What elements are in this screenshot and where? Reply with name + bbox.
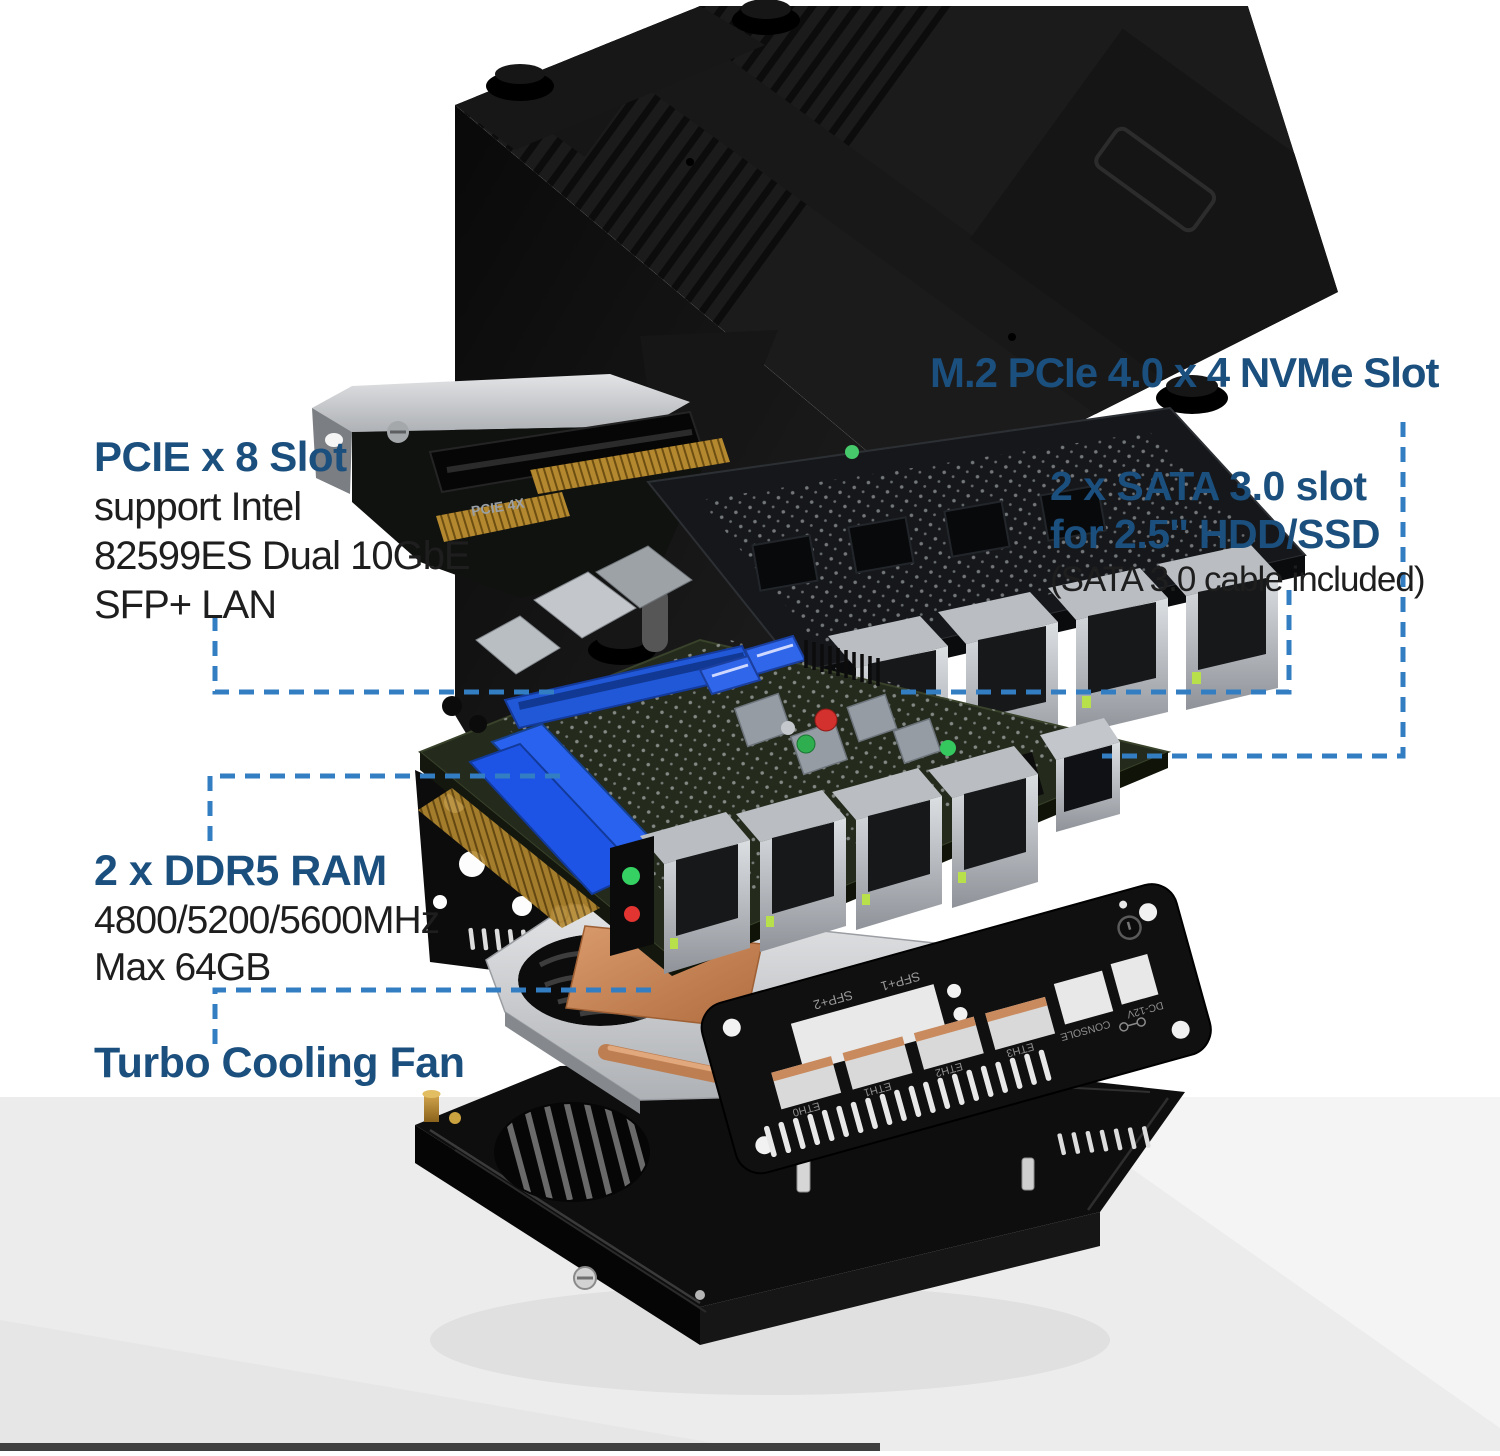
pcie-slot-title: PCIE x 8 Slot <box>94 433 347 480</box>
m2-slot-label: M.2 PCIe 4.0 x 4 NVMe Slot <box>930 349 1440 396</box>
motherboard <box>418 545 1172 976</box>
sata-slot-label: 2 x SATA 3.0 slot for 2.5'' HDD/SSD (SAT… <box>1050 463 1425 599</box>
sfp-cutout <box>790 984 947 1072</box>
tray-standoffs <box>422 1090 1035 1300</box>
alarm-led <box>624 906 640 922</box>
pcie-slot-label: PCIE x 8 Slot support Intel 82599ES Dual… <box>94 433 471 627</box>
ddr-callout-line <box>207 773 560 846</box>
led-bezel <box>610 836 654 956</box>
usb-stack <box>533 571 637 639</box>
motherboard-ethernet-ports <box>640 746 1038 974</box>
sata-title-line2: for 2.5'' HDD/SSD <box>1050 511 1380 557</box>
pcie-slot-line3: SFP+ LAN <box>94 583 277 627</box>
sata-connectors <box>698 634 807 696</box>
nic-gold-edge <box>530 438 730 494</box>
nic-led <box>845 445 859 459</box>
power-button-icon <box>1117 900 1142 940</box>
ddr-ram-title: 2 x DDR5 RAM <box>94 847 387 895</box>
sata-title-line1: 2 x SATA 3.0 slot <box>1050 463 1367 509</box>
green-button <box>796 734 816 754</box>
cooling-fan-label: Turbo Cooling Fan <box>94 1039 465 1087</box>
pcie-slot-line1: support Intel <box>94 485 302 529</box>
sata-note: (SATA 3.0 cable included) <box>1050 560 1425 599</box>
rear-io-panel: SFP+2 SFP+1 ETH0 ETH1 ETH2 ETH3 CONSOLE … <box>700 883 1212 1175</box>
callout-lines <box>207 422 1406 1044</box>
power-led <box>622 867 640 885</box>
pcie-callout-line <box>212 616 556 695</box>
ddr-ram-label: 2 x DDR5 RAM 4800/5200/5600MHz Max 64GB <box>94 847 440 989</box>
sata-callout-line <box>898 590 1292 695</box>
bottom-edge-strip <box>0 1443 880 1451</box>
hdmi-port <box>475 615 561 675</box>
tray-fan-vent <box>494 1102 650 1202</box>
vrm-chips <box>733 692 942 776</box>
riser-gold-fingers <box>436 492 570 542</box>
dc-polarity-icon <box>1119 1017 1146 1032</box>
m2-callout-line <box>1102 422 1406 759</box>
wan-port <box>1040 718 1120 832</box>
console-cutout <box>1053 970 1114 1025</box>
red-button <box>814 708 838 732</box>
fan-callout-line <box>212 987 660 1044</box>
ddr-ram-line2: Max 64GB <box>94 946 271 989</box>
ddr-ram-line1: 4800/5200/5600MHz <box>94 899 440 942</box>
pin-header <box>804 640 880 686</box>
riser-bracket-plate <box>312 374 690 432</box>
eth-cutouts <box>771 996 1056 1110</box>
pcie-slot-line2: 82599ES Dual 10GbE <box>94 534 471 578</box>
pcie-riser-card: PCIE 4X <box>312 330 778 598</box>
bottom-case-tray <box>415 1058 1185 1345</box>
ddr5-sodimm-slots <box>418 722 660 928</box>
status-led <box>940 740 956 756</box>
dc-cutout <box>1110 953 1159 1005</box>
case-feet <box>486 0 1228 665</box>
